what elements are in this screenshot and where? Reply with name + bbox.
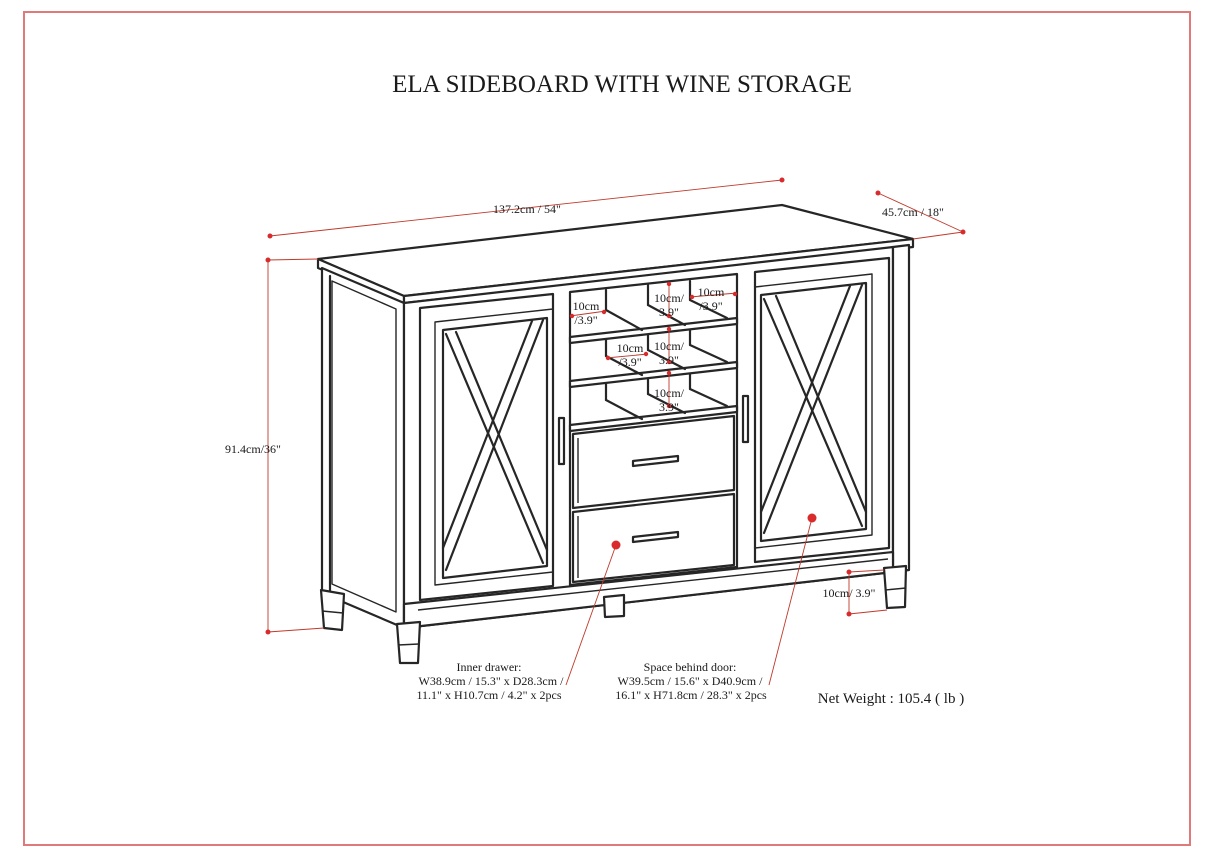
left-door-brace-a [444,332,545,565]
right-door-inner [759,281,868,543]
cubby-r1-right-b: /3.9" [699,299,722,313]
center-section [568,272,739,587]
cubby-r1-right-a: 10cm [698,285,725,299]
leg-front-left-cap [397,643,420,646]
leg-back-left-cap [321,610,344,614]
left-door-handle [557,416,566,466]
right-door-panel [754,273,873,549]
inner-drawer-size-1: W38.9cm / 15.3" x D28.3cm / [419,674,565,688]
wine-shelf-1 [568,316,739,345]
left-door-inner [441,316,549,580]
inner-drawer-title: Inner drawer: [457,660,522,674]
cubby-r1-left-b: /3.9" [574,313,597,327]
door-space-title: Space behind door: [644,660,737,674]
leg-label: 10cm/ 3.9" [823,586,876,600]
leg-back-left [319,588,346,632]
right-door-handle [741,394,750,444]
cubby-r3-mid-a: 10cm/ [654,386,685,400]
sideboard-drawing [316,203,915,665]
depth-label: 45.7cm / 18" [882,205,944,219]
cubby-r1-mid-b: 3.9" [659,305,679,319]
base-rail-line [417,558,889,611]
left-door-brace-b [454,330,549,552]
left-side-inset [331,280,397,613]
cubby-r1-mid-a: 10cm/ [654,291,685,305]
lower-drawer-pull [631,530,680,544]
right-door [753,256,891,564]
left-door [418,292,555,602]
height-label: 91.4cm/36" [225,442,281,456]
leg-front-right-cap [884,587,907,591]
inner-drawer-size-2: 11.1" x H10.7cm / 4.2" x 2pcs [416,688,561,702]
right-door-brace-b [774,294,868,514]
cubby-r2-mid-b: 3.9" [659,353,679,367]
top-long-edge [402,237,915,305]
left-side-panel [320,266,406,630]
right-door-brace-c [762,283,864,535]
left-door-brace-c [444,318,545,572]
net-weight: Net Weight : 105.4 ( lb ) [818,691,964,707]
cubby-r2-left-b: /3.9" [618,355,641,369]
door-space-size-1: W39.5cm / 15.6" x D40.9cm / [618,674,764,688]
cubby-r1-left-a: 10cm [573,299,600,313]
left-door-brace-d [441,319,534,550]
cubby-r2-mid-a: 10cm/ [654,339,685,353]
width-label: 137.2cm / 54" [493,202,561,216]
right-side-edge [891,243,911,574]
diagram-title: ELA SIDEBOARD WITH WINE STORAGE [392,71,852,98]
cubby-r3-mid-b: 3.9" [659,400,679,414]
cubby-r2-left-a: 10cm [617,341,644,355]
page-border [23,11,1191,846]
leg-front-left [395,620,422,665]
right-door-brace-d [759,284,852,514]
left-door-panel [434,308,554,586]
dimension-lines [265,177,966,686]
leg-front-right [882,564,908,610]
leg-middle [602,593,626,619]
right-door-brace-a [762,297,864,528]
upper-drawer-pull [631,454,680,468]
door-space-size-2: 16.1" x H71.8cm / 28.3" x 2pcs [615,688,767,702]
